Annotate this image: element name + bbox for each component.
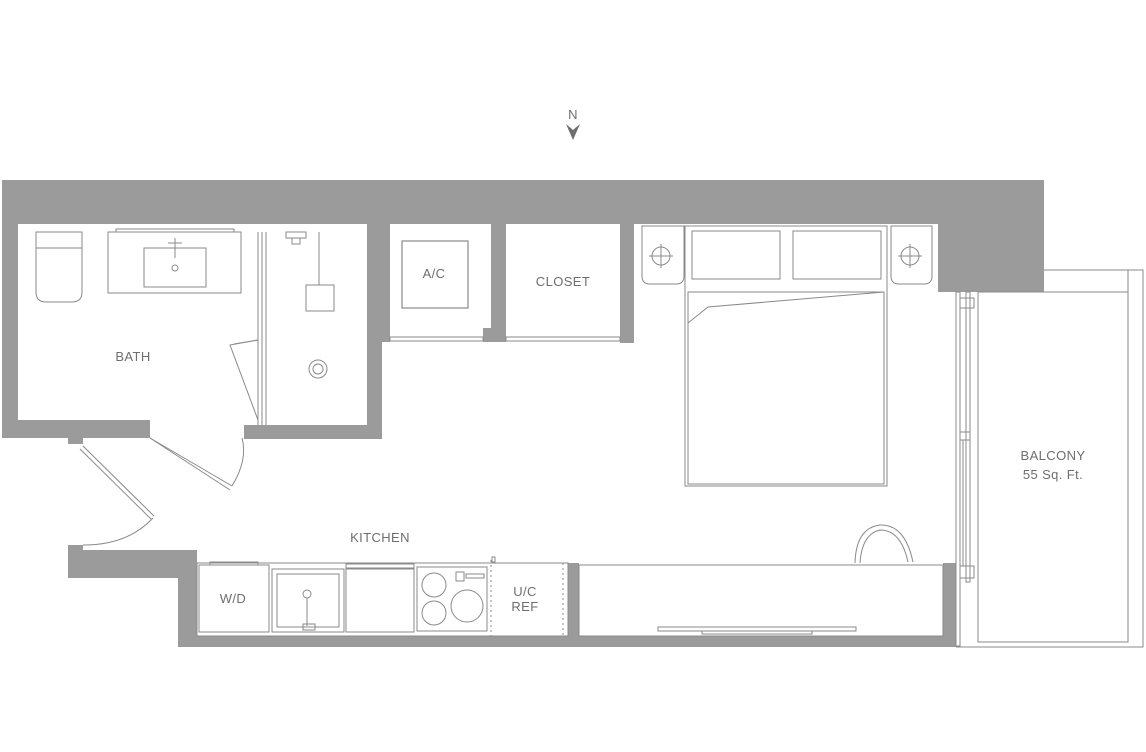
compass-label: N [568,107,578,122]
bath-door-swing [149,437,245,491]
undercounter-fridge-icon: U/C REF [490,556,564,636]
nightstand-lamp-icon [890,225,933,285]
walls [2,180,1044,647]
bed [641,225,933,487]
desk-counter [578,564,944,637]
closet: CLOSET [536,274,590,289]
vanity-sink-icon [107,228,242,294]
north-compass: N [566,107,580,140]
room-label-closet: CLOSET [536,274,590,289]
bathroom: BATH [35,228,335,425]
entry-door-swing [79,445,155,546]
room-label-ac: A/C [423,266,446,281]
balcony: BALCONY 55 Sq. Ft. [955,269,1144,648]
north-arrow-icon [566,124,580,140]
washer-dryer-icon: W/D [198,561,270,633]
shower-door-icon [229,339,259,421]
wd-label: W/D [220,591,246,606]
room-label-kitchen: KITCHEN [350,530,410,545]
chair-icon [854,524,914,564]
toilet-icon [35,231,83,303]
dishwasher-icon [345,563,415,633]
kitchen: KITCHEN W/D [196,530,944,637]
ac-room: A/C [401,240,469,309]
room-label-balcony: BALCONY [1021,448,1086,463]
shower-fixture-icon [285,231,335,379]
nightstand-lamp-icon [641,225,685,285]
balcony-area-label: 55 Sq. Ft. [1023,467,1083,482]
ref-label-line2: REF [511,599,538,614]
room-label-bath: BATH [115,349,150,364]
kitchen-sink-icon [271,568,345,633]
ref-label-line1: U/C [513,584,537,599]
cooktop-icon [416,566,488,632]
